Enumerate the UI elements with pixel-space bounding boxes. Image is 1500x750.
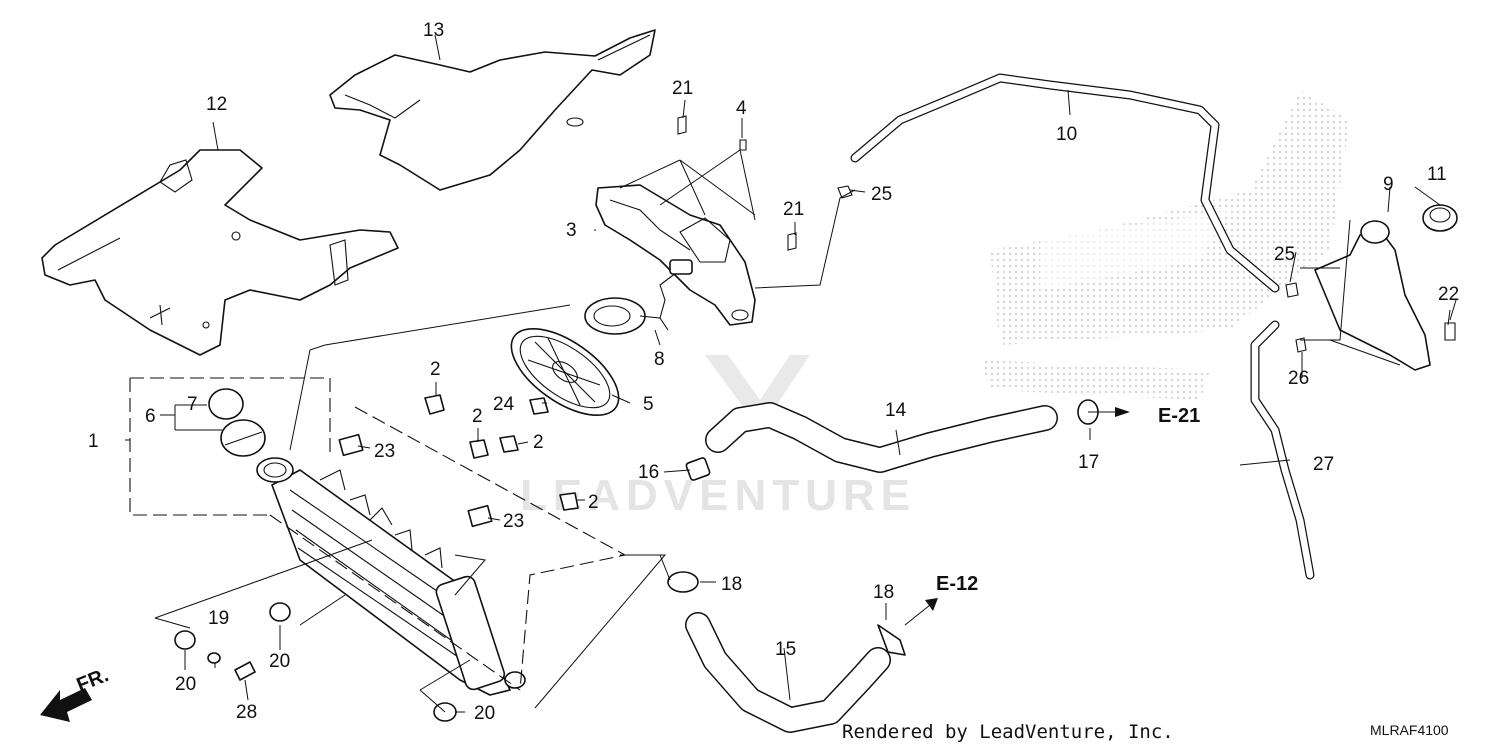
front-direction-arrow bbox=[40, 688, 92, 722]
callout-labels: 1 2 2 2 2 3 4 5 6 7 8 9 10 11 12 13 14 1… bbox=[88, 20, 1459, 724]
callout-27: 27 bbox=[1313, 454, 1334, 475]
callout-21b: 21 bbox=[783, 199, 804, 220]
footer-credit: Rendered by LeadVenture, Inc. bbox=[842, 721, 1174, 743]
callout-14: 14 bbox=[885, 400, 907, 421]
ref-e12: E-12 bbox=[936, 573, 978, 595]
diagram-code: MLRAF4100 bbox=[1370, 722, 1449, 738]
part-5-fan bbox=[510, 327, 620, 417]
callout-2b: 2 bbox=[472, 406, 483, 427]
part-3-fan-shroud bbox=[595, 184, 756, 326]
small-fasteners bbox=[174, 115, 1456, 722]
callout-13: 13 bbox=[423, 20, 444, 41]
callout-3: 3 bbox=[566, 220, 577, 241]
callout-2d: 2 bbox=[588, 492, 599, 513]
reservoir-tank bbox=[1314, 204, 1458, 371]
callout-22: 22 bbox=[1438, 284, 1459, 305]
hose-15 bbox=[667, 571, 906, 733]
callout-10: 10 bbox=[1056, 124, 1077, 145]
callout-9: 9 bbox=[1383, 174, 1394, 195]
callout-15: 15 bbox=[775, 639, 796, 660]
callout-2c: 2 bbox=[533, 432, 544, 453]
part-8-fan-motor bbox=[584, 259, 693, 335]
callout-2a: 2 bbox=[430, 359, 441, 380]
callout-19: 19 bbox=[208, 608, 229, 629]
watermark-text: LEADVENTURE bbox=[520, 471, 916, 520]
background-wing-logo bbox=[980, 90, 1350, 400]
callout-20c: 20 bbox=[474, 703, 495, 724]
hose-10 bbox=[850, 73, 1280, 293]
callout-26: 26 bbox=[1288, 368, 1309, 389]
callout-23a: 23 bbox=[374, 441, 395, 462]
footer: Rendered by LeadVenture, Inc. MLRAF4100 bbox=[842, 721, 1449, 743]
callout-17: 17 bbox=[1078, 452, 1099, 473]
callout-20a: 20 bbox=[175, 674, 196, 695]
callout-21a: 21 bbox=[672, 78, 693, 99]
part-12-lower-cover bbox=[41, 149, 399, 356]
callout-18a: 18 bbox=[721, 574, 742, 595]
callout-11: 11 bbox=[1427, 164, 1447, 185]
callout-23b: 23 bbox=[503, 511, 524, 532]
part-6-7-cap bbox=[208, 388, 266, 457]
front-marker: FR. bbox=[74, 664, 112, 696]
callout-24: 24 bbox=[493, 394, 515, 415]
callout-1: 1 bbox=[88, 431, 99, 452]
callout-18b: 18 bbox=[873, 582, 894, 603]
leader-lines bbox=[125, 34, 1457, 713]
part-13-upper-cover bbox=[329, 29, 656, 191]
reference-labels: E-21 E-12 FR. bbox=[74, 405, 1201, 697]
callout-7: 7 bbox=[187, 394, 198, 415]
callout-16: 16 bbox=[638, 462, 659, 483]
callout-25b: 25 bbox=[1274, 244, 1295, 265]
callout-12: 12 bbox=[206, 94, 227, 115]
callout-25a: 25 bbox=[871, 184, 892, 205]
callout-6: 6 bbox=[145, 406, 156, 427]
watermark: LEADVENTURE bbox=[520, 355, 916, 520]
callout-28: 28 bbox=[236, 702, 257, 723]
part-1-radiator bbox=[256, 457, 526, 696]
ref-e21: E-21 bbox=[1158, 405, 1200, 427]
callout-4: 4 bbox=[736, 98, 747, 119]
callout-5: 5 bbox=[643, 394, 654, 415]
hose-27 bbox=[1250, 320, 1315, 580]
callout-8: 8 bbox=[654, 349, 665, 370]
callout-20b: 20 bbox=[269, 651, 290, 672]
